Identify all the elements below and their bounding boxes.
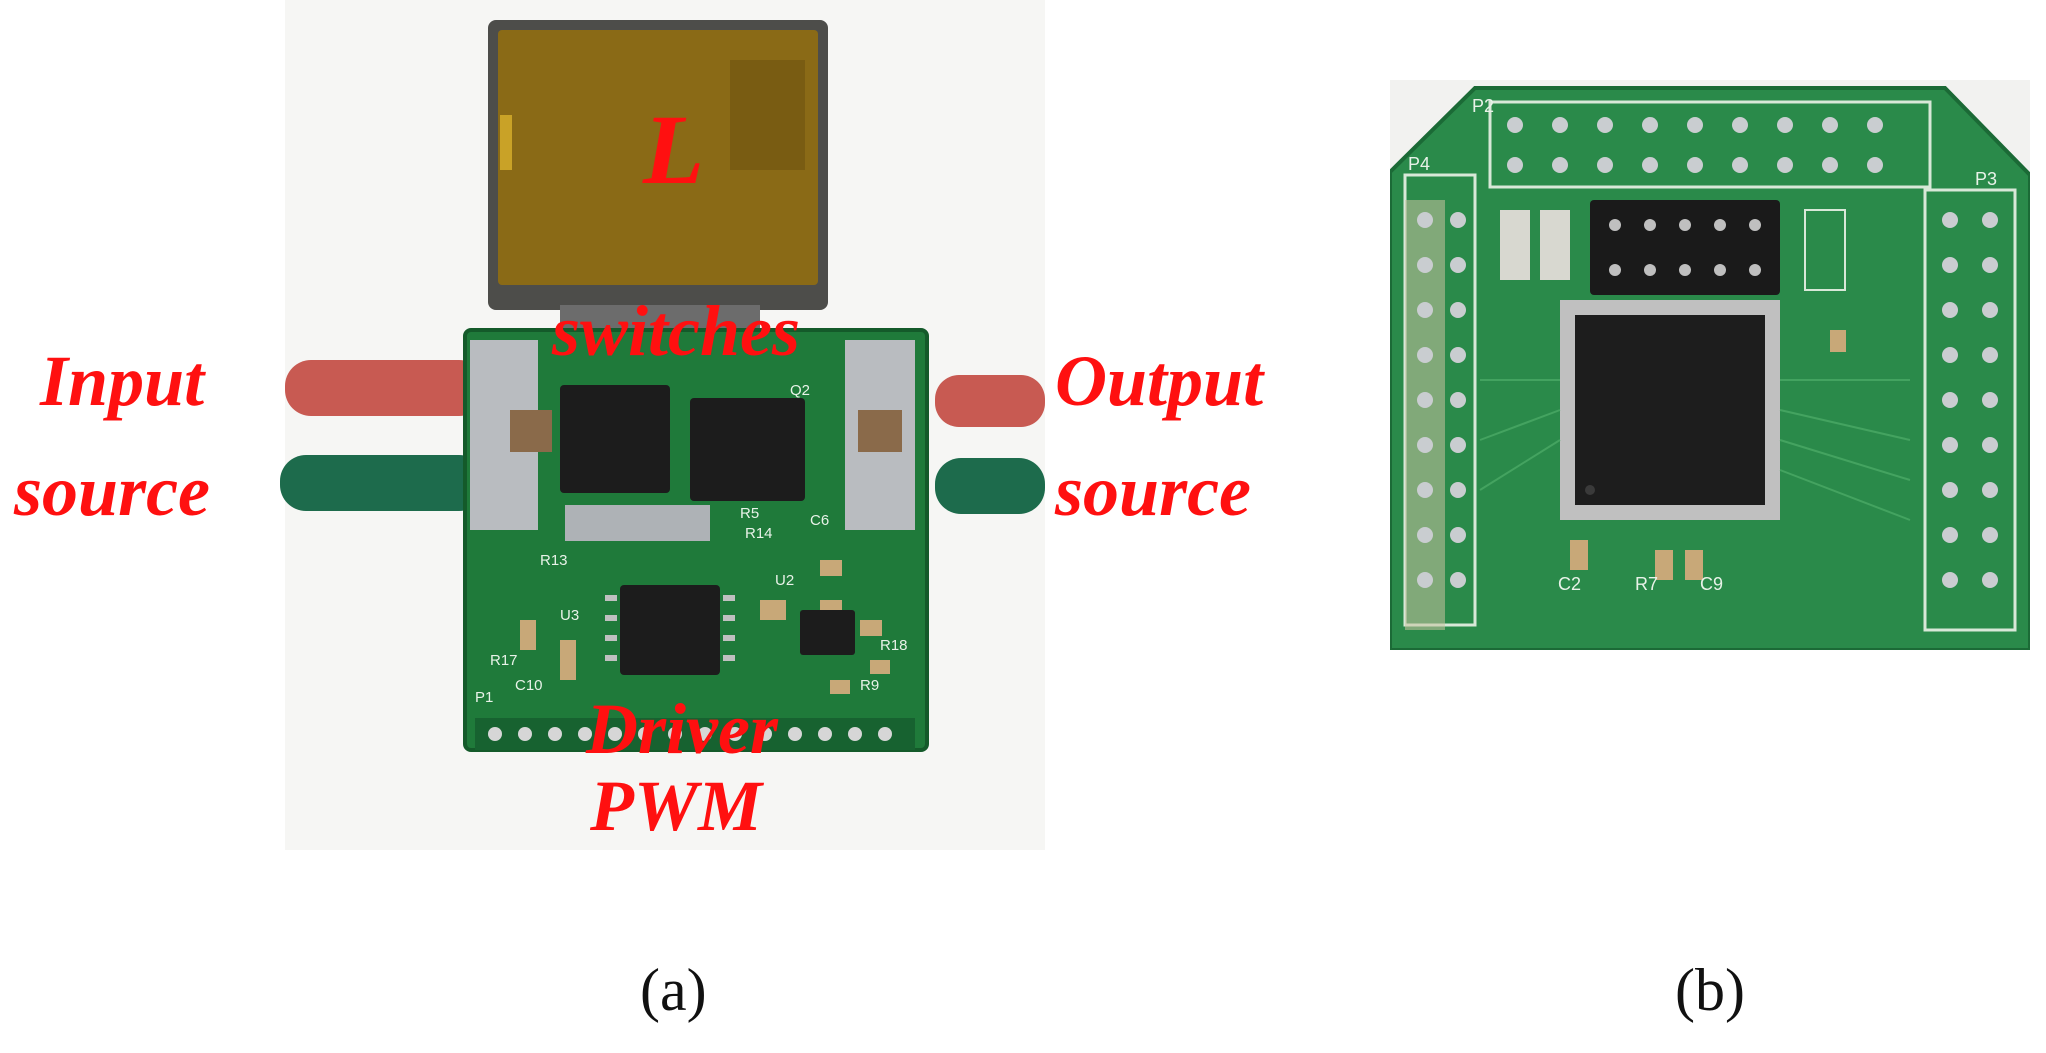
small-ic (800, 610, 855, 655)
label-output-line1: Output (1055, 341, 1264, 421)
output-red-wire (935, 375, 1045, 427)
label-inductor: L (643, 94, 705, 205)
silk-u2: U2 (775, 572, 794, 589)
controller-board-illustration: P2 P4 P3 C2 R7 C9 (1390, 80, 2030, 650)
silk-q2: Q2 (790, 382, 810, 399)
p3-header-pins (1942, 212, 1998, 588)
input-red-wire (285, 360, 485, 416)
silk-p1: P1 (475, 689, 493, 706)
smd-components (520, 560, 890, 694)
silk-r7: R7 (1635, 574, 1658, 594)
panel-b-controller-photo: P2 P4 P3 C2 R7 C9 (1390, 80, 2030, 650)
silk-r14: R14 (745, 525, 773, 542)
mosfet-switch-2 (690, 398, 805, 501)
silk-u3: U3 (560, 607, 579, 624)
silk-c10: C10 (515, 677, 543, 694)
p4-header-pins (1417, 212, 1466, 588)
caption-a: (a) (640, 957, 707, 1023)
silk-c6: C6 (810, 512, 829, 529)
panel-a-converter-photo: R13 U3 R17 C10 P1 R5 R14 U2 R18 R9 C6 Q2… (14, 0, 1264, 850)
label-input-line2: source (14, 451, 210, 531)
silkscreen-labels: P2 P4 P3 C2 R7 C9 (1408, 96, 1997, 594)
label-input-line1: Input (40, 341, 205, 421)
input-capacitor (510, 410, 552, 452)
silk-c2: C2 (1558, 574, 1581, 594)
silk-r18: R18 (880, 637, 908, 654)
pcb-traces (1479, 379, 1911, 521)
caption-b: (b) (1675, 957, 1745, 1023)
label-pwm: PWM (590, 766, 763, 846)
driver-ic (620, 585, 720, 675)
label-driver: Driver (586, 689, 778, 769)
output-green-wire (935, 458, 1045, 514)
mosfet-switch-1 (560, 385, 670, 493)
p3-header-outline (1923, 188, 2017, 632)
silk-p4: P4 (1408, 154, 1430, 174)
silk-p2: P2 (1472, 96, 1494, 116)
p2-header-outline (1488, 100, 1932, 189)
converter-board-illustration: R13 U3 R17 C10 P1 R5 R14 U2 R18 R9 C6 Q2 (280, 0, 1045, 850)
label-switches: switches (552, 291, 801, 371)
output-capacitor (858, 410, 902, 452)
silk-r13: R13 (540, 552, 568, 569)
silk-p3: P3 (1975, 169, 1997, 189)
input-green-wire (280, 455, 485, 511)
silkscreen-labels: R13 U3 R17 C10 P1 R5 R14 U2 R18 R9 C6 Q2 (475, 382, 908, 706)
silk-r5: R5 (740, 505, 759, 522)
silk-r9: R9 (860, 677, 879, 694)
silk-r17: R17 (490, 652, 518, 669)
silk-c9: C9 (1700, 574, 1723, 594)
label-output-line2: source (1055, 451, 1251, 531)
mcu-chip (1575, 315, 1765, 505)
p2-header-pins (1507, 117, 1883, 173)
jtag-connector (1590, 200, 1780, 295)
pin-header (475, 718, 915, 750)
